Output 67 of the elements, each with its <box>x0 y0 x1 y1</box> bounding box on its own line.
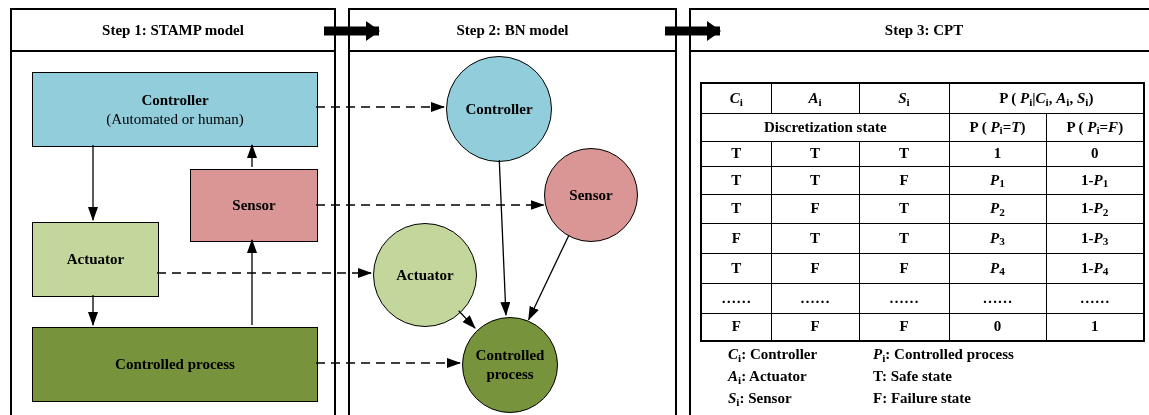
table-cell: F <box>701 223 771 253</box>
table-cell: T <box>701 194 771 223</box>
arrow <box>88 294 98 326</box>
arrow <box>458 310 476 329</box>
table-cell: …… <box>771 283 859 313</box>
process-box <box>32 222 159 297</box>
table-cell: S$_{i}$ <box>859 83 949 113</box>
arrow <box>247 239 257 326</box>
node-title: Controller <box>465 99 533 119</box>
table-cell: T <box>701 253 771 283</box>
table-cell: A$_{i}$ <box>771 83 859 113</box>
node-title: Actuator <box>66 250 125 269</box>
process-box <box>32 327 318 402</box>
arrow <box>528 234 570 321</box>
block-arrow <box>665 21 721 41</box>
note-text: P$_{i}$: Controlled process <box>873 345 1015 364</box>
table-cell: T <box>859 194 949 223</box>
step-panel <box>10 8 336 415</box>
panel-heading: Step 2: BN model <box>350 10 675 52</box>
arrow <box>315 200 545 210</box>
process-box <box>190 169 318 242</box>
table-cell: T <box>859 223 949 253</box>
note-text: F: Failure state <box>873 389 973 408</box>
table-cell: P ( P$_{i}$=T) <box>949 113 1046 141</box>
table-cell: F <box>859 253 949 283</box>
node-title: Controlled process <box>474 346 546 384</box>
table-cell: T <box>771 141 859 166</box>
arrow <box>315 102 445 112</box>
step-panel <box>689 8 1149 415</box>
process-box <box>32 72 318 147</box>
arrow <box>498 159 511 317</box>
table-cell: F <box>859 166 949 194</box>
note-text: C$_{i}$: Controller <box>728 345 819 364</box>
node-title: Controlled process <box>115 355 235 374</box>
step-panel <box>348 8 677 415</box>
table-cell: T <box>771 166 859 194</box>
node-title: Sensor <box>232 196 276 215</box>
table-cell: …… <box>701 283 771 313</box>
node-title: Controller <box>141 90 209 110</box>
node-title: Actuator <box>396 265 454 285</box>
table-cell: P$_{4}$ <box>949 253 1046 283</box>
panel-heading: Step 1: STAMP model <box>12 10 334 52</box>
arrow <box>315 358 461 368</box>
node-title: Sensor <box>569 185 613 205</box>
node-subtitle: (Automated or human) <box>106 109 244 129</box>
note-text: T: Safe state <box>873 367 953 386</box>
table-cell: T <box>701 166 771 194</box>
table-cell: Discretization state <box>701 113 949 141</box>
table-cell: P$_{2}$ <box>949 194 1046 223</box>
table-cell: T <box>771 223 859 253</box>
table-cell: T <box>701 141 771 166</box>
arrow <box>247 144 257 168</box>
table-cell: C$_{i}$ <box>701 83 771 113</box>
table-cell: F <box>771 194 859 223</box>
table-cell: P$_{1}$ <box>949 166 1046 194</box>
note-text: A$_{i}$: Actuator <box>728 367 808 386</box>
arrow <box>88 144 98 221</box>
table-cell: T <box>859 141 949 166</box>
table-cell: …… <box>949 283 1046 313</box>
note-text: S$_{i}$: Sensor <box>728 389 793 408</box>
panel-heading: Step 3: CPT <box>691 10 1149 52</box>
table-cell: …… <box>859 283 949 313</box>
block-arrow <box>324 21 380 41</box>
table-cell: P$_{3}$ <box>949 223 1046 253</box>
table-cell: F <box>771 253 859 283</box>
table-cell: 1 <box>949 141 1046 166</box>
arrow <box>156 268 372 278</box>
